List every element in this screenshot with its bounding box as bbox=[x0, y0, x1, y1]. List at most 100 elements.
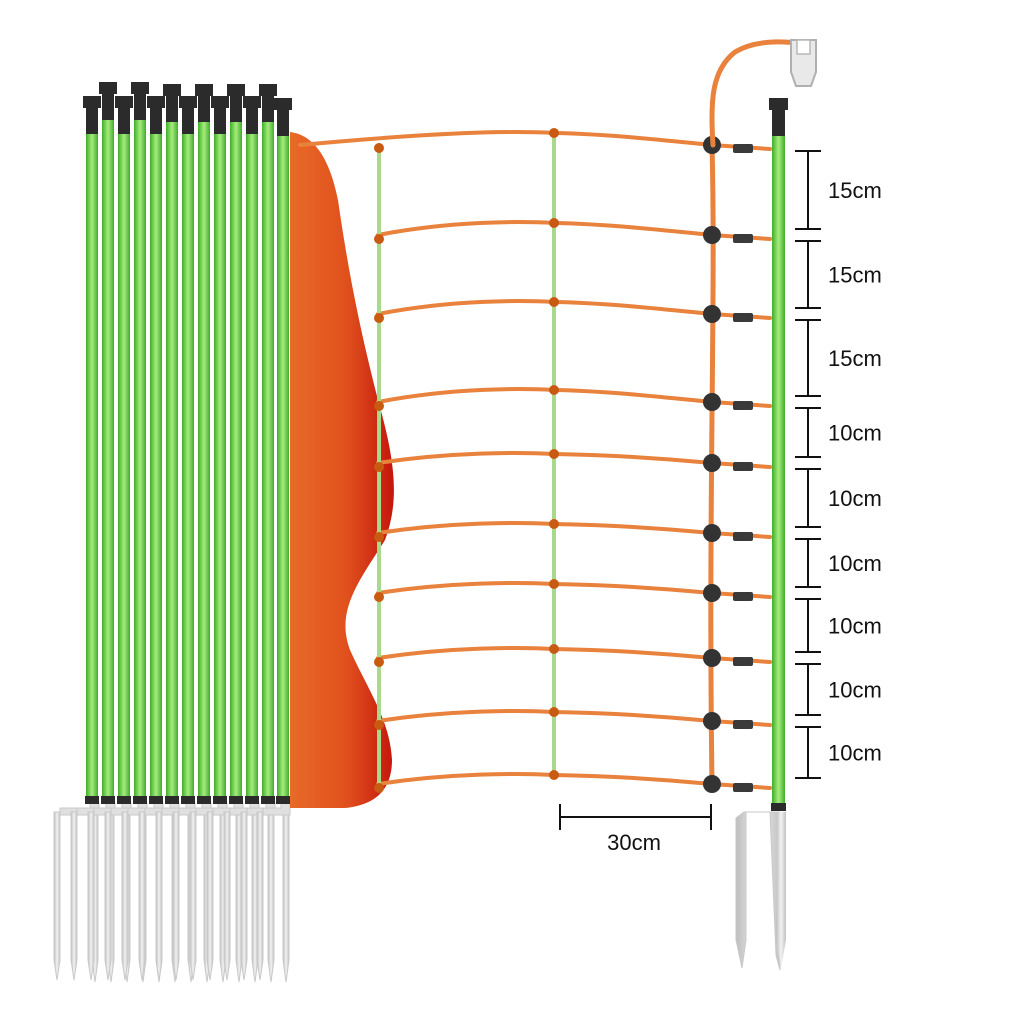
bundle-ground-spikes bbox=[53, 801, 291, 983]
bundle-pole-cap-prong bbox=[208, 84, 213, 96]
bundle-spike bbox=[53, 811, 61, 981]
bundle-pole-cap bbox=[246, 96, 258, 134]
bundle-pole-cap-prong bbox=[147, 96, 152, 108]
bundle-spike bbox=[282, 814, 290, 983]
end-pole-clip bbox=[703, 226, 721, 244]
bundle-spike bbox=[155, 811, 163, 981]
vertical-spacing-label: 15cm bbox=[828, 263, 882, 288]
bundle-of-fence-poles-icon bbox=[53, 82, 292, 983]
wire-joint bbox=[549, 707, 559, 717]
bundle-pole-shaft bbox=[118, 132, 130, 800]
end-pole-clip bbox=[703, 393, 721, 411]
wire-joint bbox=[549, 519, 559, 529]
bundle-pole-cap-prong bbox=[274, 98, 279, 110]
bundle-pole-cap-prong bbox=[195, 84, 200, 96]
end-pole-clip bbox=[703, 775, 721, 793]
bundle-pole-cap-prong bbox=[256, 96, 261, 108]
vertical-spacing-label: 10cm bbox=[828, 551, 882, 576]
wire-joint bbox=[374, 592, 384, 602]
bundle-pole-cap bbox=[214, 96, 226, 134]
bundle-pole-foot bbox=[261, 796, 275, 804]
wire-insulator bbox=[733, 234, 753, 243]
wire-joint bbox=[549, 579, 559, 589]
bundle-spike bbox=[240, 811, 248, 981]
folded-netting bbox=[290, 132, 394, 808]
bundle-pole-cap-prong bbox=[287, 98, 292, 110]
bundle-pole-cap-prong bbox=[163, 84, 168, 96]
bundle-pole-foot bbox=[149, 796, 163, 804]
wire-joint bbox=[374, 143, 384, 153]
wire-insulator bbox=[733, 783, 753, 792]
bundle-pole-cap-prong bbox=[131, 82, 136, 94]
end-pole-cap bbox=[769, 98, 788, 136]
wire-insulator bbox=[733, 144, 753, 153]
end-pole-shaft bbox=[772, 134, 785, 806]
connector-lead-wire bbox=[709, 39, 809, 148]
end-pole-clip bbox=[703, 305, 721, 323]
bundle-pole-cap-prong bbox=[192, 96, 197, 108]
bundle-pole-cap-prong bbox=[272, 84, 277, 96]
bundle-pole-foot bbox=[165, 796, 179, 804]
end-pole-clip bbox=[703, 712, 721, 730]
wire-insulator bbox=[733, 592, 753, 601]
bundle-pole-cap bbox=[277, 98, 289, 136]
vertical-spacing-label: 10cm bbox=[828, 486, 882, 511]
wire-joint bbox=[374, 462, 384, 472]
vertical-spacing-label: 10cm bbox=[828, 678, 882, 703]
bundle-pole-shaft bbox=[86, 132, 98, 800]
end-pole-spike bbox=[735, 811, 786, 971]
vertical-spacing-label: 10cm bbox=[828, 614, 882, 639]
bundle-pole-cap bbox=[230, 84, 242, 122]
bundle-pole-cap-prong bbox=[224, 96, 229, 108]
wire-joint bbox=[549, 385, 559, 395]
wire-joint bbox=[549, 449, 559, 459]
wire-joint bbox=[374, 657, 384, 667]
wire-joint bbox=[374, 783, 384, 793]
wire-joint bbox=[549, 218, 559, 228]
vertical-spacing-label: 15cm bbox=[828, 346, 882, 371]
bundle-pole-cap-prong bbox=[243, 96, 248, 108]
bundle-pole-cap-prong bbox=[240, 84, 245, 96]
bundle-pole-cap bbox=[150, 96, 162, 134]
bundle-pole-cap-prong bbox=[112, 82, 117, 94]
bundle-pole-cap-prong bbox=[211, 96, 216, 108]
wire-joints bbox=[374, 128, 753, 793]
bundle-spike bbox=[267, 814, 275, 983]
bundle-pole-cap bbox=[86, 96, 98, 134]
bundle-pole-cap bbox=[118, 96, 130, 134]
bundle-pole-foot bbox=[133, 796, 147, 804]
bundle-pole-cap bbox=[102, 82, 114, 120]
bundle-pole-foot bbox=[229, 796, 243, 804]
bundle-spike bbox=[138, 811, 146, 981]
wire-insulator bbox=[733, 462, 753, 471]
bundle-pole-cap-prong bbox=[179, 96, 184, 108]
bundle-pole-shaft bbox=[166, 120, 178, 800]
bundle-pole-foot bbox=[101, 796, 115, 804]
bundle-spike bbox=[223, 811, 231, 981]
bundle-spike bbox=[70, 811, 78, 981]
connector-clip-icon bbox=[790, 39, 817, 87]
bundle-pole-cap bbox=[182, 96, 194, 134]
end-pole-clip bbox=[703, 649, 721, 667]
bundle-pole-cap-prong bbox=[144, 82, 149, 94]
bundle-pole-shaft bbox=[102, 118, 114, 800]
bundle-spike bbox=[121, 811, 129, 981]
bundle-pole-shaft bbox=[262, 120, 274, 800]
wire-joint bbox=[374, 720, 384, 730]
horizontal-spacing-dimension: 30cm bbox=[559, 804, 712, 855]
bundle-pole-foot bbox=[85, 796, 99, 804]
vertical-spacing-label: 10cm bbox=[828, 421, 882, 446]
bundle-pole-foot bbox=[181, 796, 195, 804]
bundle-pole-cap-prong bbox=[259, 84, 264, 96]
bundle-pole-foot bbox=[117, 796, 131, 804]
bundle-pole-shaft bbox=[246, 132, 258, 800]
bundle-pole-shaft bbox=[134, 118, 146, 800]
end-pole-clip bbox=[703, 454, 721, 472]
wire-insulator bbox=[733, 401, 753, 410]
wire-joint bbox=[374, 532, 384, 542]
bundle-pole-cap bbox=[198, 84, 210, 122]
bundle-pole-foot bbox=[197, 796, 211, 804]
wire-joint bbox=[549, 644, 559, 654]
